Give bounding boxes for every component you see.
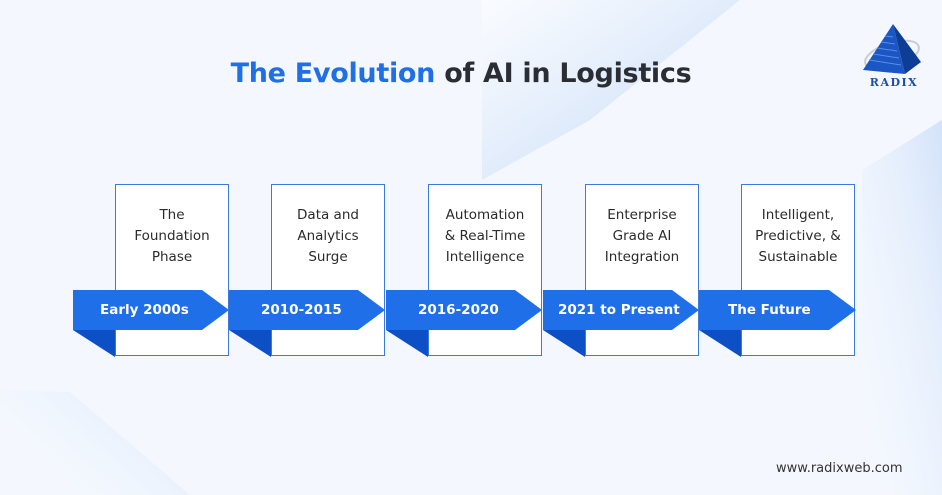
website-url: www.radixweb.com	[776, 461, 903, 476]
arrow-shape-2	[229, 290, 385, 357]
period-label-2: 2010-2015	[261, 302, 342, 318]
page-title: The Evolution of AI in Logistics	[0, 58, 922, 89]
card-description: Intelligent,Predictive, &Sustainable	[755, 207, 841, 265]
arrow-shape-1	[73, 290, 229, 357]
title-accent: The Evolution	[230, 58, 436, 89]
pyramid-logo-icon	[863, 24, 921, 74]
period-label-3: 2016-2020	[418, 302, 499, 318]
logo-text: RADIX	[869, 76, 919, 89]
arrow-shape-4	[543, 290, 699, 357]
title-rest: of AI in Logistics	[435, 58, 692, 89]
arrow-shape-3	[386, 290, 542, 357]
period-label-5: The Future	[728, 302, 811, 318]
period-label-4: 2021 to Present	[558, 302, 680, 318]
arrow-shape-5	[699, 290, 856, 357]
period-label-1: Early 2000s	[100, 302, 189, 318]
